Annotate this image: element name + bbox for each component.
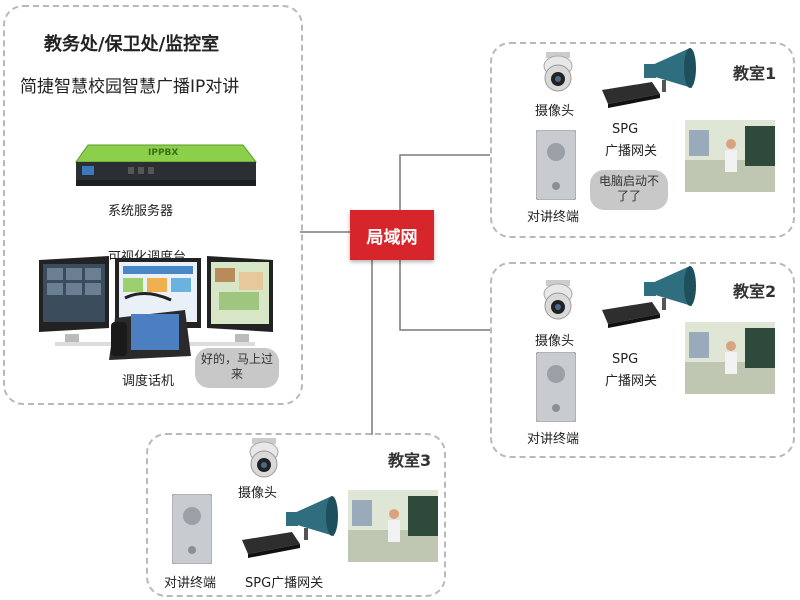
room1-panel [490, 42, 795, 238]
room2-camera-label: 摄像头 [535, 334, 575, 349]
room3-panel [146, 433, 446, 597]
room1-gateway-label-1: SPG [612, 122, 639, 137]
line-lan-to-room1 [399, 154, 490, 210]
room3-classroom-photo [348, 490, 438, 562]
lan-node: 局域网 [350, 210, 434, 260]
control-room-title: 教务处/保卫处/监控室 [44, 34, 220, 55]
phone-speech-bubble: 好的，马上过来 [195, 348, 279, 388]
room1-intercom-icon [536, 130, 576, 200]
room3-camera-icon [246, 438, 282, 482]
room1-intercom-label: 对讲终端 [527, 210, 580, 225]
room3-camera-label: 摄像头 [238, 486, 278, 501]
room2-speaker-icon [640, 264, 700, 312]
server-device: IPPBX [68, 140, 258, 190]
room2-name: 教室2 [733, 282, 777, 301]
room1-classroom-photo [685, 120, 775, 192]
room2-panel [490, 262, 795, 458]
room3-name: 教室3 [388, 451, 432, 470]
room2-intercom-label: 对讲终端 [527, 432, 580, 447]
room2-gateway-label-2: 广播网关 [605, 374, 658, 389]
server-label: 系统服务器 [108, 204, 174, 219]
room1-name: 教室1 [733, 64, 777, 83]
room1-speaker-icon [640, 46, 700, 94]
room1-gateway-label-2: 广播网关 [605, 144, 658, 159]
room2-gateway-label-1: SPG [612, 352, 639, 367]
room1-speech-bubble: 电脑启动不了了 [590, 170, 668, 210]
room2-classroom-photo [685, 322, 775, 394]
room3-gateway-label: SPG广播网关 [245, 576, 324, 591]
control-room-panel [3, 5, 303, 405]
room1-camera-icon [540, 52, 576, 96]
room2-gateway-icon [598, 300, 662, 330]
dispatch-console-monitors [35, 252, 275, 352]
room2-intercom-icon [536, 352, 576, 422]
control-room-subtitle: 简捷智慧校园智慧广播IP对讲 [20, 77, 240, 97]
room1-gateway-icon [598, 80, 662, 110]
room3-gateway-icon [238, 530, 302, 560]
room3-speaker-icon [282, 494, 342, 542]
dispatch-phone [105, 288, 195, 363]
server-brand: IPPBX [148, 148, 179, 158]
room3-intercom-label: 对讲终端 [164, 576, 217, 591]
phone-label: 调度话机 [122, 374, 175, 389]
room3-intercom-icon [172, 494, 212, 564]
room2-camera-icon [540, 280, 576, 324]
room1-camera-label: 摄像头 [535, 104, 575, 119]
line-lan-to-room2 [399, 260, 490, 331]
